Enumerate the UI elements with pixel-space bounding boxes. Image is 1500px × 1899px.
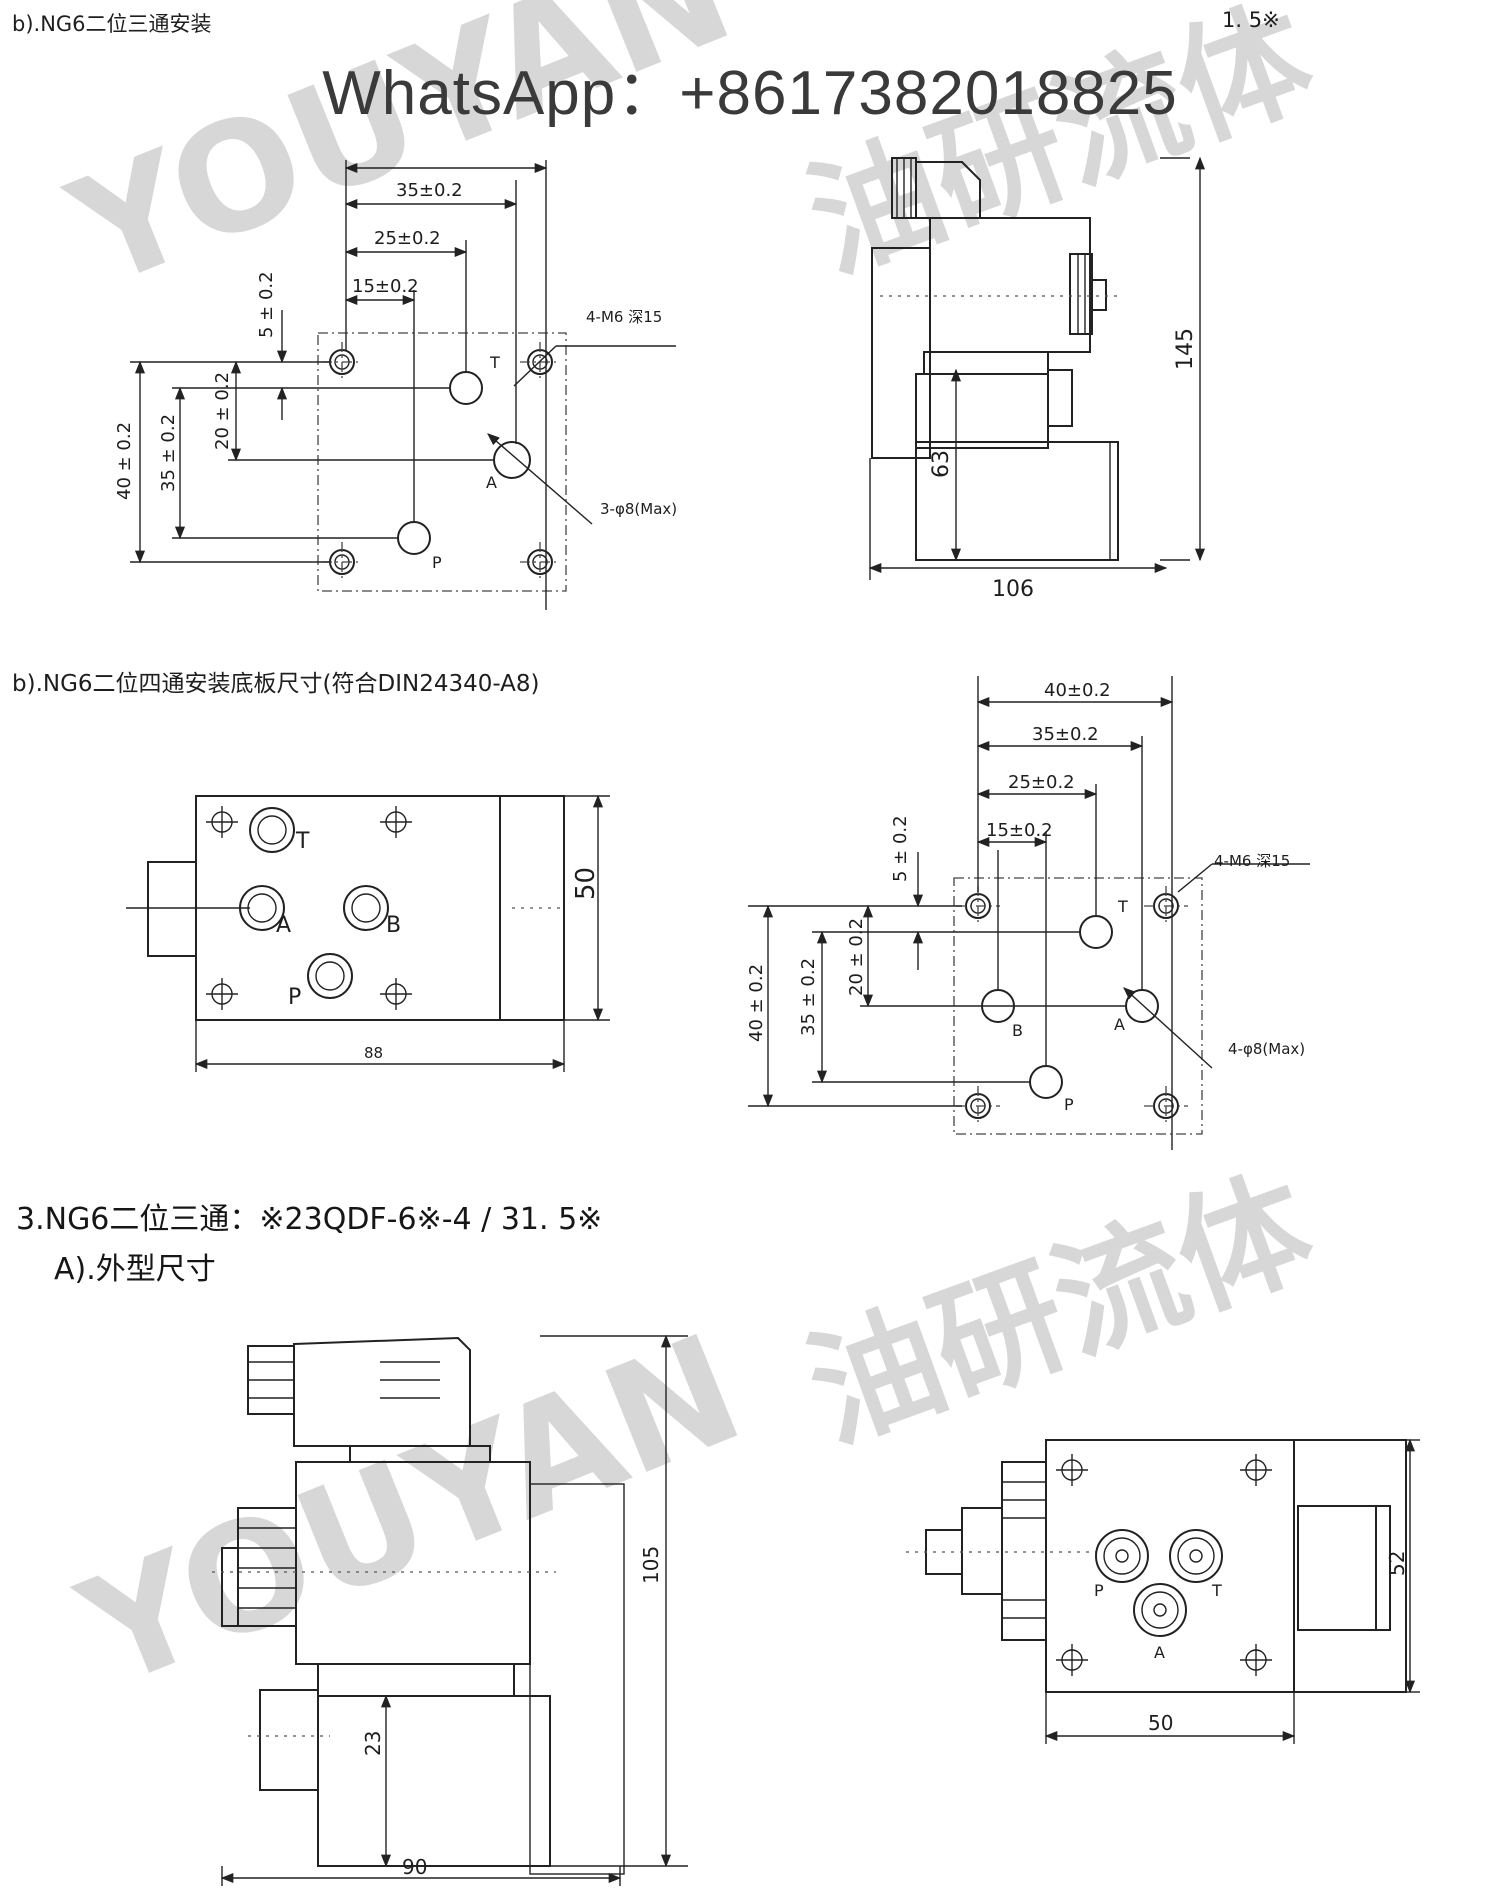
valve-body-side — [317, 1695, 551, 1867]
dim-88-4way: 88 — [364, 1044, 383, 1062]
drawing-outline-side-3way: 105 23 90 — [212, 1334, 688, 1886]
coil-housing — [929, 217, 1091, 353]
dim-145: 145 — [1173, 328, 1198, 370]
drawing-outline-top-3way: P T A 52 50 — [906, 1438, 1420, 1744]
note-m6-thread: 4-M6 深15 — [586, 308, 662, 326]
solenoid-end-cap — [499, 795, 565, 1021]
dim-25-plate: 25±0.2 — [1008, 772, 1075, 793]
dim-5-plate-vertical: 5 ± 0.2 — [890, 815, 911, 882]
holes-m6-4way — [956, 886, 1188, 1126]
dim-105: 105 — [639, 1546, 663, 1584]
dim-23: 23 — [361, 1731, 385, 1756]
dim-52: 52 — [1385, 1551, 1409, 1576]
dim-15-plate: 15±0.2 — [986, 820, 1053, 841]
left-connector — [147, 861, 197, 957]
contact-whatsapp: WhatsApp：+8617382018825 — [322, 59, 1178, 128]
dim-90: 90 — [402, 1855, 427, 1879]
port-p-hole — [397, 521, 431, 555]
dim-40-plate: 40±0.2 — [1044, 680, 1111, 701]
port-label-t-plate: T — [1117, 897, 1128, 916]
port-label-a-top: A — [1154, 1643, 1165, 1662]
connector-housing — [293, 1336, 471, 1447]
port-label-p-top: P — [1094, 1581, 1104, 1600]
dim-35: 35±0.2 — [396, 180, 463, 201]
port-label-b-plate: B — [1012, 1021, 1023, 1040]
hole-m6-bottom-right — [520, 542, 560, 582]
mounting-holes-3way-top — [1056, 1454, 1272, 1676]
mounting-holes-4way-top — [206, 806, 412, 1010]
dim-25: 25±0.2 — [374, 228, 441, 249]
port-label-b-4way: B — [386, 913, 401, 938]
dim-20-vertical: 20 ± 0.2 — [212, 372, 233, 450]
port-label-t: T — [489, 353, 500, 372]
coil-body — [295, 1461, 531, 1665]
port-t-hole — [449, 371, 483, 405]
manual-override-side — [259, 1689, 319, 1791]
valve-body — [915, 441, 1119, 561]
note-port-diameter: 3-φ8(Max) — [600, 500, 677, 518]
dim-106: 106 — [992, 577, 1034, 602]
manual-override — [1047, 369, 1073, 427]
drawing-mounting-pattern-3way: T A P 35±0.2 25±0.2 15±0.2 40 ± 0.2 35 ±… — [114, 160, 677, 610]
drawing-top-view-4way: T A B P 50 88 — [126, 794, 610, 1072]
note-m6-thread-plate: 4-M6 深15 — [1214, 852, 1290, 870]
dim-35-vertical: 35 ± 0.2 — [158, 414, 179, 492]
section3-title: 3.NG6二位三通：※23QDF-6※-4 / 31. 5※ — [16, 1202, 603, 1237]
port-label-t-top: T — [1211, 1581, 1222, 1600]
dim-35-plate-vertical: 35 ± 0.2 — [798, 958, 819, 1036]
port-label-a-plate: A — [1114, 1015, 1125, 1034]
dim-35-plate: 35±0.2 — [1032, 724, 1099, 745]
port-label-a-4way: A — [276, 913, 291, 938]
port-a-hole — [493, 441, 531, 479]
port-label-t-4way: T — [295, 829, 310, 854]
caption-mounting-3way: b).NG6二位三通安装 — [12, 12, 212, 36]
dim-50-4way: 50 — [571, 867, 601, 900]
port-p-hole-4way — [1029, 1065, 1063, 1099]
coil-connector-top — [1001, 1461, 1047, 1641]
mounting-face-outline — [317, 332, 567, 592]
port-label-p: P — [432, 553, 442, 572]
dim-40-vertical: 40 ± 0.2 — [114, 422, 135, 500]
dim-20-plate-vertical: 20 ± 0.2 — [846, 918, 867, 996]
dim-63: 63 — [929, 450, 954, 478]
caption-plate-4way: b).NG6二位四通安装底板尺寸(符合DIN24340-A8) — [12, 671, 540, 697]
solenoid-end-knob — [1069, 253, 1093, 335]
port-t-hole-4way — [1079, 915, 1113, 949]
port-label-p-4way: P — [288, 985, 301, 1010]
dim-5-vertical: 5 ± 0.2 — [256, 271, 277, 338]
drawing-mounting-pattern-4way: T B A P 40±0.2 35±0.2 25±0.2 15±0.2 40 ±… — [746, 676, 1310, 1150]
section3-subtitle: A).外型尺寸 — [54, 1252, 216, 1287]
note-port-diameter-plate: 4-φ8(Max) — [1228, 1040, 1305, 1058]
dim-50: 50 — [1148, 1711, 1173, 1735]
drawing-side-view-3way: 145 63 106 — [868, 156, 1206, 602]
dim-15: 15±0.2 — [352, 276, 419, 297]
coil-cable-gland — [961, 1507, 1003, 1595]
port-label-p-plate: P — [1064, 1095, 1074, 1114]
caption-top-right-fragment: 1. 5※ — [1222, 8, 1280, 32]
port-label-a: A — [486, 473, 497, 492]
valve-body-top-3way — [1045, 1439, 1295, 1693]
dim-40-plate-vertical: 40 ± 0.2 — [746, 964, 767, 1042]
